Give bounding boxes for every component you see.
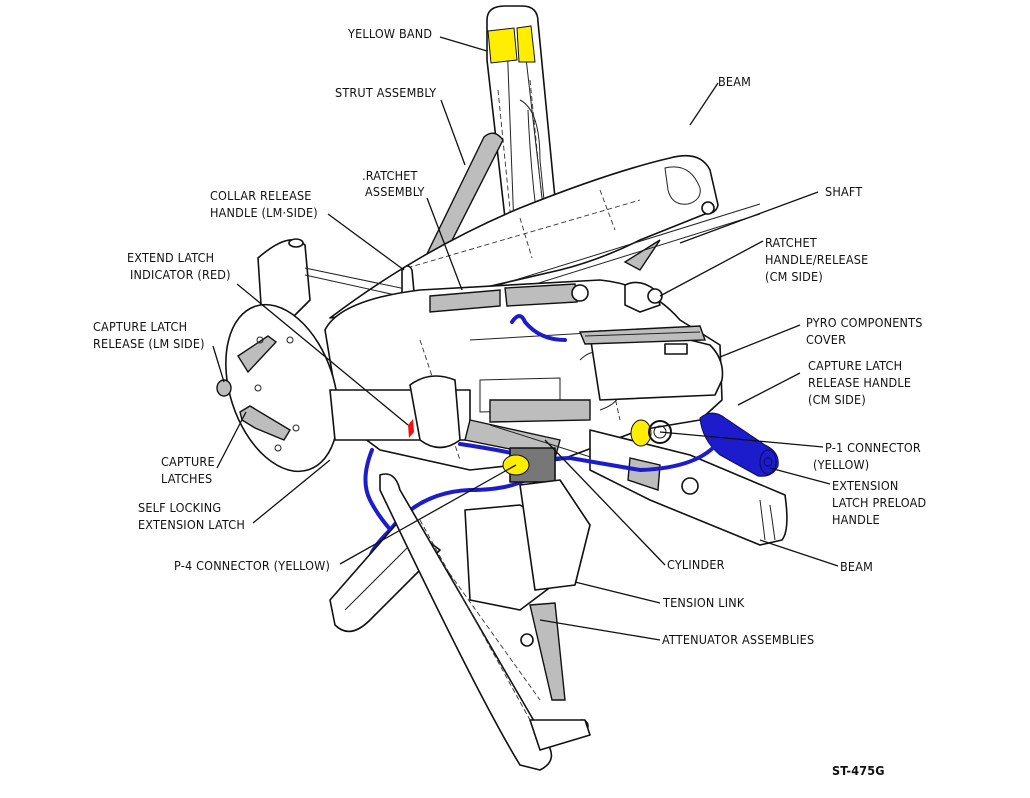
svg-text:RELEASE HANDLE: RELEASE HANDLE [808, 375, 911, 390]
ratchet-assembly-part [429, 283, 589, 313]
svg-text:RELEASE (LM SIDE): RELEASE (LM SIDE) [93, 336, 205, 351]
svg-text:COLLAR RELEASE: COLLAR RELEASE [210, 188, 312, 203]
svg-text:HANDLE: HANDLE [832, 512, 880, 527]
label-tension-link: TENSION LINK [662, 595, 745, 610]
label-collar-release-handle: COLLAR RELEASE HANDLE (LM·SIDE) [210, 188, 318, 220]
leader-capture-latch-release-lm [212, 345, 225, 383]
leader-lines [212, 36, 839, 641]
leader-ratchet-assembly [426, 197, 463, 291]
svg-text:INDICATOR (RED): INDICATOR (RED) [130, 267, 231, 282]
leader-tension-link [574, 581, 661, 604]
lower-right-beam [589, 429, 788, 546]
leader-pyro-cover [719, 324, 801, 358]
extend-latch-indicator-red [408, 419, 414, 438]
label-capture-latches: CAPTURE LATCHES [161, 454, 215, 486]
leader-capture-latch-release-cm [737, 372, 801, 406]
svg-text:PYRO COMPONENTS: PYRO COMPONENTS [806, 315, 923, 330]
svg-text:EXTENSION LATCH: EXTENSION LATCH [138, 517, 245, 532]
leader-p1-connector [659, 431, 824, 448]
svg-text:(CM SIDE): (CM SIDE) [765, 269, 823, 284]
leader-collar-release [327, 213, 405, 271]
svg-text:ASSEMBLY: ASSEMBLY [365, 184, 425, 199]
leader-yellow-band [439, 36, 488, 52]
pyro-components-cover-part [578, 325, 724, 401]
svg-text:.RATCHET: .RATCHET [362, 168, 418, 183]
leader-cylinder [544, 439, 666, 566]
svg-text:HANDLE (LM·SIDE): HANDLE (LM·SIDE) [210, 205, 318, 220]
leader-ratchet-handle [659, 240, 764, 297]
svg-text:(YELLOW): (YELLOW) [813, 457, 869, 472]
leader-beam-top [689, 82, 719, 126]
leader-shaft [679, 191, 819, 244]
label-beam-bottom: BEAM [840, 559, 873, 574]
label-ratchet-handle-release: RATCHET HANDLE/RELEASE (CM SIDE) [765, 235, 868, 284]
label-p1-connector: P-1 CONNECTOR (YELLOW) [813, 440, 921, 472]
collar-release-handle-part [401, 265, 415, 295]
label-capture-latch-release-lm: CAPTURE LATCH RELEASE (LM SIDE) [93, 319, 205, 351]
label-strut-assembly: STRUT ASSEMBLY [335, 85, 436, 100]
label-ratchet-assembly: .RATCHET ASSEMBLY [362, 168, 425, 199]
label-cylinder: CYLINDER [667, 557, 725, 572]
svg-text:LATCH PRELOAD: LATCH PRELOAD [832, 495, 926, 510]
label-shaft: SHAFT [825, 184, 862, 199]
yellow-band [487, 25, 536, 64]
attenuator-assemblies-part [379, 473, 591, 771]
svg-text:CAPTURE: CAPTURE [161, 454, 215, 469]
svg-text:SELF LOCKING: SELF LOCKING [138, 500, 221, 515]
leader-p4-connector [339, 464, 517, 565]
label-yellow-band: YELLOW BAND [347, 26, 432, 41]
leader-beam-bottom [759, 539, 839, 567]
leader-strut-assembly [440, 99, 466, 166]
svg-text:P-1 CONNECTOR: P-1 CONNECTOR [825, 440, 921, 455]
drawing-number: ST-475G [832, 763, 885, 778]
left-post [257, 238, 421, 321]
label-self-locking-extension-latch: SELF LOCKING EXTENSION LATCH [138, 500, 245, 532]
svg-text:EXTEND LATCH: EXTEND LATCH [127, 250, 214, 265]
label-attenuator-assemblies: ATTENUATOR ASSEMBLIES [662, 632, 814, 647]
p4-connector-part [502, 447, 556, 483]
label-beam-top: BEAM [718, 74, 751, 89]
leader-capture-latches [216, 411, 247, 469]
p1-connector-part [630, 419, 672, 447]
upper-cable [510, 314, 567, 342]
label-extension-latch-preload-handle: EXTENSION LATCH PRELOAD HANDLE [832, 478, 926, 527]
leader-extend-latch [236, 283, 409, 426]
svg-text:LATCHES: LATCHES [161, 471, 212, 486]
probe-head [216, 303, 339, 473]
probe-illustration [216, 5, 788, 771]
leader-extension-preload [769, 467, 831, 485]
svg-text:HANDLE/RELEASE: HANDLE/RELEASE [765, 252, 868, 267]
svg-text:RATCHET: RATCHET [765, 235, 817, 250]
leader-self-locking-latch [252, 459, 331, 524]
svg-text:(CM SIDE): (CM SIDE) [808, 392, 866, 407]
label-pyro-components-cover: PYRO COMPONENTS COVER [806, 315, 923, 347]
svg-text:EXTENSION: EXTENSION [832, 478, 899, 493]
label-p4-connector: P-4 CONNECTOR (YELLOW) [174, 558, 330, 573]
callout-labels: YELLOW BAND STRUT ASSEMBLY BEAM .RATCHET… [93, 26, 926, 778]
svg-text:COVER: COVER [806, 332, 846, 347]
svg-text:CAPTURE LATCH: CAPTURE LATCH [93, 319, 187, 334]
svg-text:CAPTURE LATCH: CAPTURE LATCH [808, 358, 902, 373]
label-extend-latch-indicator: EXTEND LATCH INDICATOR (RED) [127, 250, 231, 282]
ratchet-handle-part [624, 281, 663, 313]
leader-attenuator [539, 619, 661, 641]
label-capture-latch-release-handle-cm: CAPTURE LATCH RELEASE HANDLE (CM SIDE) [808, 358, 911, 407]
